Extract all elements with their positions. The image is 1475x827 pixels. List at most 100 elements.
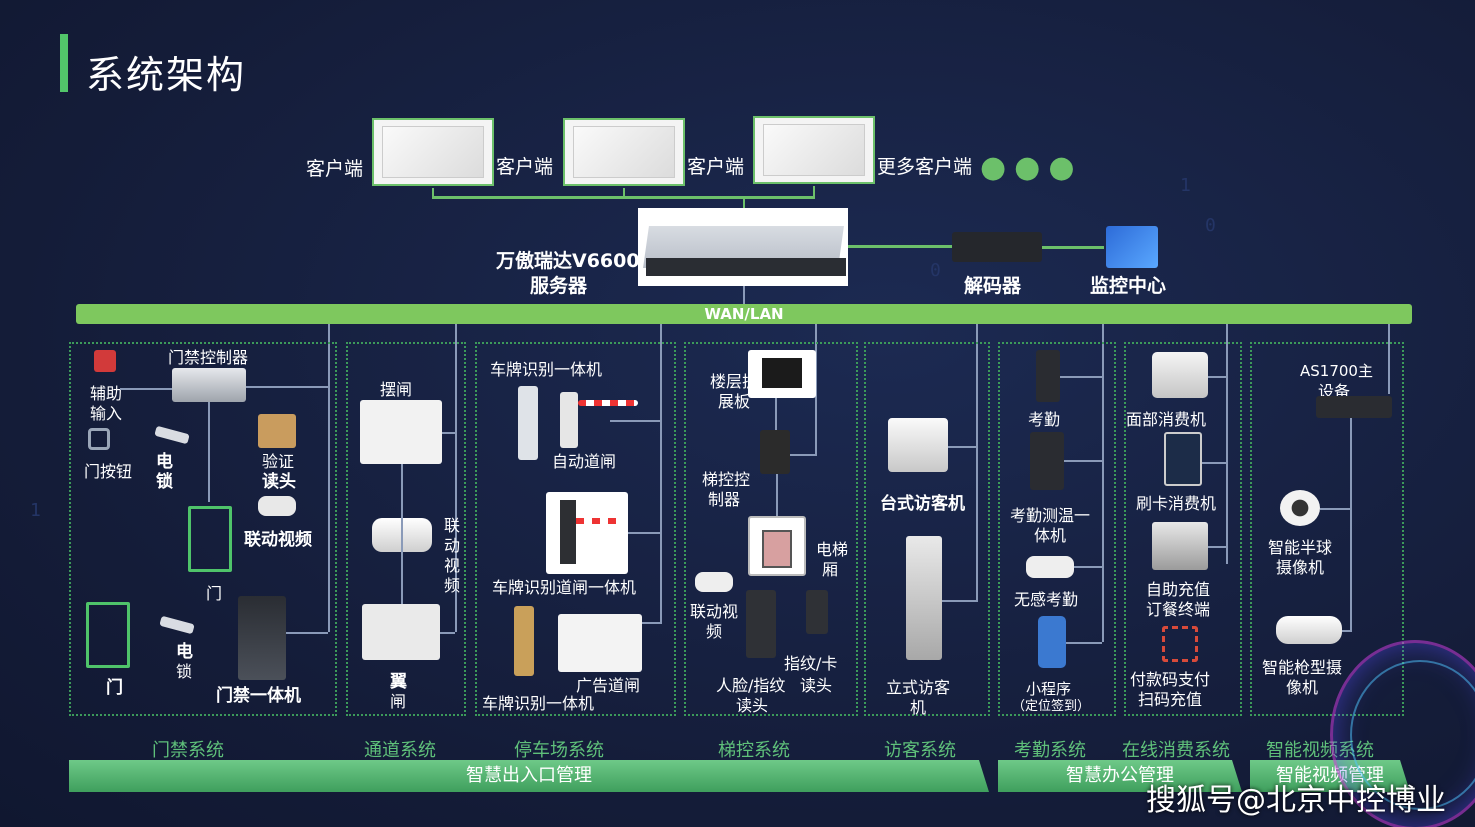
temp-terminal-label: 体机 xyxy=(1034,526,1067,545)
card-pos-label: 刷卡消费机 xyxy=(1136,494,1217,513)
lock-label: 电 xyxy=(156,452,173,472)
lpr-unit-label: 车牌识别一体机 xyxy=(482,694,595,713)
face-pos-image xyxy=(1152,352,1208,398)
access-terminal-label: 门禁一体机 xyxy=(216,686,301,706)
elevator-car-label: 电梯 xyxy=(816,540,849,559)
linked-video-label: 联动视频 xyxy=(244,530,312,550)
dome-camera-image xyxy=(1280,490,1320,526)
group-video xyxy=(1250,342,1404,716)
group-access-control xyxy=(69,342,337,716)
lpr-unit-image xyxy=(514,606,534,676)
linked-video-label: 频 xyxy=(706,622,723,641)
aux-input-label: 输入 xyxy=(90,404,123,423)
temp-terminal-label: 考勤测温一 xyxy=(1010,506,1091,525)
qr-pay-label: 扫码充值 xyxy=(1138,690,1203,709)
camera-image xyxy=(258,496,296,516)
door-label: 门 xyxy=(106,678,123,698)
qr-pay-label: 付款码支付 xyxy=(1130,670,1211,689)
face-finger-label: 人脸/指纹 xyxy=(716,676,786,695)
linked-video-label: 视 xyxy=(444,556,461,575)
linked-video-label: 联 xyxy=(444,516,461,535)
network-label: WAN/LAN xyxy=(704,305,784,323)
client-monitor xyxy=(372,118,494,186)
standing-visitor-label: 立式访客 xyxy=(886,678,951,697)
seamless-attendance-label: 无感考勤 xyxy=(1014,590,1079,609)
dome-camera-label: 智能半球 xyxy=(1268,538,1333,557)
door-icon xyxy=(86,602,130,668)
monitor-center-label: 监控中心 xyxy=(1090,275,1167,297)
category-label: 停车场系统 xyxy=(514,740,604,761)
finger-reader-image xyxy=(806,590,828,634)
decoder-label: 解码器 xyxy=(964,275,1022,297)
bullet-camera-image xyxy=(1276,616,1342,644)
camera-image xyxy=(1026,556,1074,578)
elevator-controller-image xyxy=(760,430,790,474)
wing-gate-label: 闸 xyxy=(390,692,407,711)
mini-program-label: （定位签到） xyxy=(1012,699,1091,714)
category-label: 在线消费系统 xyxy=(1122,740,1230,761)
floor-board-label: 楼层扩 xyxy=(710,372,759,391)
face-pos-label: 面部消费机 xyxy=(1126,410,1207,429)
category-label: 考勤系统 xyxy=(1014,740,1086,761)
lpr-gate-image xyxy=(546,492,628,574)
ad-gate-image xyxy=(558,614,642,672)
finger-card-label: 指纹/卡 xyxy=(784,654,838,673)
access-terminal-image xyxy=(238,596,286,680)
door-button-label: 门按钮 xyxy=(84,462,133,481)
nvr-image xyxy=(1316,396,1392,418)
category-label: 通道系统 xyxy=(364,740,436,761)
bg-binary: 1 xyxy=(30,500,41,521)
ad-gate-label: 广告道闸 xyxy=(576,676,641,695)
linked-video-label: 动 xyxy=(444,536,461,555)
floor-board-label: 展板 xyxy=(718,392,751,411)
face-reader-image xyxy=(746,590,776,658)
attendance-label: 考勤 xyxy=(1028,410,1061,429)
door-button-icon xyxy=(88,428,110,450)
reader-image xyxy=(258,414,296,448)
door-label: 门 xyxy=(206,584,223,603)
client-label: 更多客户端 xyxy=(877,156,973,178)
barrier-arm xyxy=(578,400,638,406)
nvr-label: AS1700主 xyxy=(1300,362,1373,380)
elevator-controller-label: 梯控控 xyxy=(702,470,751,489)
dome-camera-label: 摄像机 xyxy=(1276,558,1325,577)
category-label: 梯控系统 xyxy=(718,740,790,761)
desktop-visitor-image xyxy=(888,418,948,472)
linked-video-label: 频 xyxy=(444,576,461,595)
monitor-center-image xyxy=(1106,226,1158,268)
aux-input-label: 辅助 xyxy=(90,384,123,403)
server-label: 万傲瑞达V6600 xyxy=(496,250,640,272)
decorative-swirl xyxy=(1350,660,1475,810)
page-title: 系统架构 xyxy=(86,53,247,97)
self-terminal-label: 订餐终端 xyxy=(1146,600,1211,619)
auto-gate-label: 自动道闸 xyxy=(552,452,617,471)
alarm-icon xyxy=(94,350,116,372)
watermark: 搜狐号@北京中控博业 xyxy=(1146,783,1446,818)
finger-card-label: 读头 xyxy=(800,676,833,695)
elevator-car-icon xyxy=(748,516,806,576)
standing-visitor-label: 机 xyxy=(910,698,927,717)
elevator-car-label: 厢 xyxy=(822,560,839,579)
mini-program-label: 小程序 xyxy=(1026,680,1072,698)
standing-visitor-image xyxy=(906,536,942,660)
client-label: 客户端 xyxy=(687,156,745,178)
bg-binary: 0 xyxy=(1205,215,1216,236)
group-consumption xyxy=(1124,342,1242,716)
swing-gate-label: 摆闸 xyxy=(380,380,413,399)
server-label: 服务器 xyxy=(530,275,588,297)
title-accent-bar xyxy=(60,34,68,92)
lpr-unit-image xyxy=(518,386,538,460)
group-parking xyxy=(475,342,676,716)
lock-label: 电 xyxy=(176,642,193,662)
door-icon xyxy=(188,506,232,572)
category-label: 访客系统 xyxy=(884,740,956,761)
camera-image xyxy=(695,572,733,592)
verify-reader-label: 验证 xyxy=(262,452,295,471)
controller-label: 门禁控制器 xyxy=(168,348,249,367)
group-elevator xyxy=(684,342,858,716)
bullet-camera-label: 像机 xyxy=(1286,678,1319,697)
wing-gate-image xyxy=(362,604,440,660)
swing-gate-image xyxy=(360,400,442,464)
desktop-visitor-label: 台式访客机 xyxy=(880,494,965,514)
